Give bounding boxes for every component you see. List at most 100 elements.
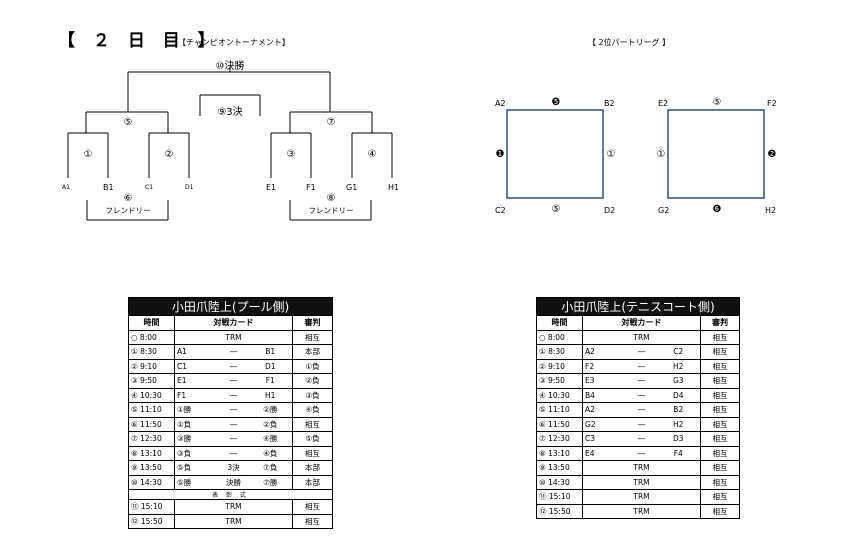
cell-b: H1 (248, 387, 293, 403)
cell-ref: 相互 (699, 344, 741, 360)
cell-b: D4 (656, 387, 701, 403)
cell-ref: ①負 (291, 358, 334, 374)
col-match: 対戦カード (582, 315, 701, 331)
team-g1: G1 (346, 183, 358, 192)
league-right-bl: G2 (658, 206, 670, 215)
cell-sep: ― (626, 387, 657, 403)
final-label: ⑩決勝 (215, 61, 245, 72)
cell-ref: 相互 (291, 445, 334, 461)
cell-ref: 相互 (699, 373, 741, 389)
cell-b: C2 (656, 344, 701, 360)
league-left-tr: B2 (604, 99, 615, 108)
cell-sep: ― (626, 373, 657, 389)
cell-a: A1 (174, 344, 219, 360)
cell-a: ③負 (174, 445, 219, 461)
quarter-1-label: ① (83, 149, 93, 160)
cell-time: ⑨ 13:50 (128, 460, 175, 476)
cell-b: H2 (656, 416, 701, 432)
cell-time: ○ 8:00 (128, 329, 175, 345)
cell-b: H2 (656, 358, 701, 374)
league-right-bottom: ❻ (712, 204, 722, 215)
cell-time: ⑤ 11:10 (128, 402, 175, 418)
cell-ref: 相互 (699, 489, 741, 505)
cell-sep: 3決 (218, 460, 249, 476)
cell-ref: 相互 (699, 474, 741, 490)
cell-sep: TRM (174, 513, 293, 529)
league-right-right: ❷ (767, 149, 777, 160)
team-h1: H1 (388, 183, 400, 192)
league-left-br: D2 (604, 206, 616, 215)
cell-ref: 本部 (291, 344, 334, 360)
league-right-tr: F2 (767, 99, 777, 108)
cell-sep: ― (626, 344, 657, 360)
cell-b: ⑦負 (248, 460, 293, 476)
cell-sep: TRM (174, 499, 293, 515)
cell-sep: ― (218, 373, 249, 389)
cell-a: ③勝 (174, 431, 219, 447)
cell-time: ② 9:10 (128, 358, 175, 374)
tennis-table-title: 小田爪陸上(テニスコート側) (535, 297, 741, 316)
cell-sep: 決勝 (218, 474, 249, 490)
third-place-label: ⑨3決 (217, 107, 243, 118)
cell-sep: TRM (582, 329, 701, 345)
cell-a: E1 (174, 373, 219, 389)
cell-a: B4 (582, 387, 627, 403)
cell-b: ②勝 (248, 402, 293, 418)
cell-ref: 相互 (699, 503, 741, 519)
championship-label: 【チャンピオントーナメント】 (178, 38, 290, 47)
cell-a: ⑤負 (174, 460, 219, 476)
cell-ref: ④負 (291, 402, 334, 418)
cell-sep: ― (626, 431, 657, 447)
cell-a: C3 (582, 431, 627, 447)
cell-b: D1 (248, 358, 293, 374)
cell-time: ① 8:30 (536, 344, 583, 360)
cell-b: F1 (248, 373, 293, 389)
cell-time: ⑦ 12:30 (536, 431, 583, 447)
cell-sep: TRM (174, 329, 293, 345)
cell-ref: 本部 (291, 460, 334, 476)
cell-ref: ③負 (291, 387, 334, 403)
semi-left-label: ⑤ (123, 117, 133, 128)
cell-b: ②負 (248, 416, 293, 432)
cell-a: E4 (582, 445, 627, 461)
cell-sep: ― (626, 402, 657, 418)
cell-ref: 相互 (291, 329, 334, 345)
cell-time: ⑦ 12:30 (128, 431, 175, 447)
cell-time: ③ 9:50 (536, 373, 583, 389)
quarter-4-label: ④ (367, 149, 377, 160)
cell-time: ③ 9:50 (128, 373, 175, 389)
quarter-2-label: ② (164, 149, 174, 160)
col-time: 時間 (128, 315, 175, 331)
cell-b: G3 (656, 373, 701, 389)
cell-time: ⑨ 13:50 (536, 460, 583, 476)
cell-time: ⑫ 15:50 (128, 513, 175, 529)
cell-time: ④ 10:30 (128, 387, 175, 403)
cell-a: ①勝 (174, 402, 219, 418)
cell-time: ⑩ 14:30 (536, 474, 583, 490)
cell-sep: ― (626, 416, 657, 432)
cell-sep: ― (626, 358, 657, 374)
cell-a: F2 (582, 358, 627, 374)
league-right-tl: E2 (658, 99, 669, 108)
league-box-right (667, 109, 765, 199)
cell-sep: TRM (582, 474, 701, 490)
cell-ref: 相互 (699, 329, 741, 345)
cell-a: E3 (582, 373, 627, 389)
cell-sep: TRM (582, 489, 701, 505)
cell-sep: TRM (582, 460, 701, 476)
cell-a: ①負 (174, 416, 219, 432)
